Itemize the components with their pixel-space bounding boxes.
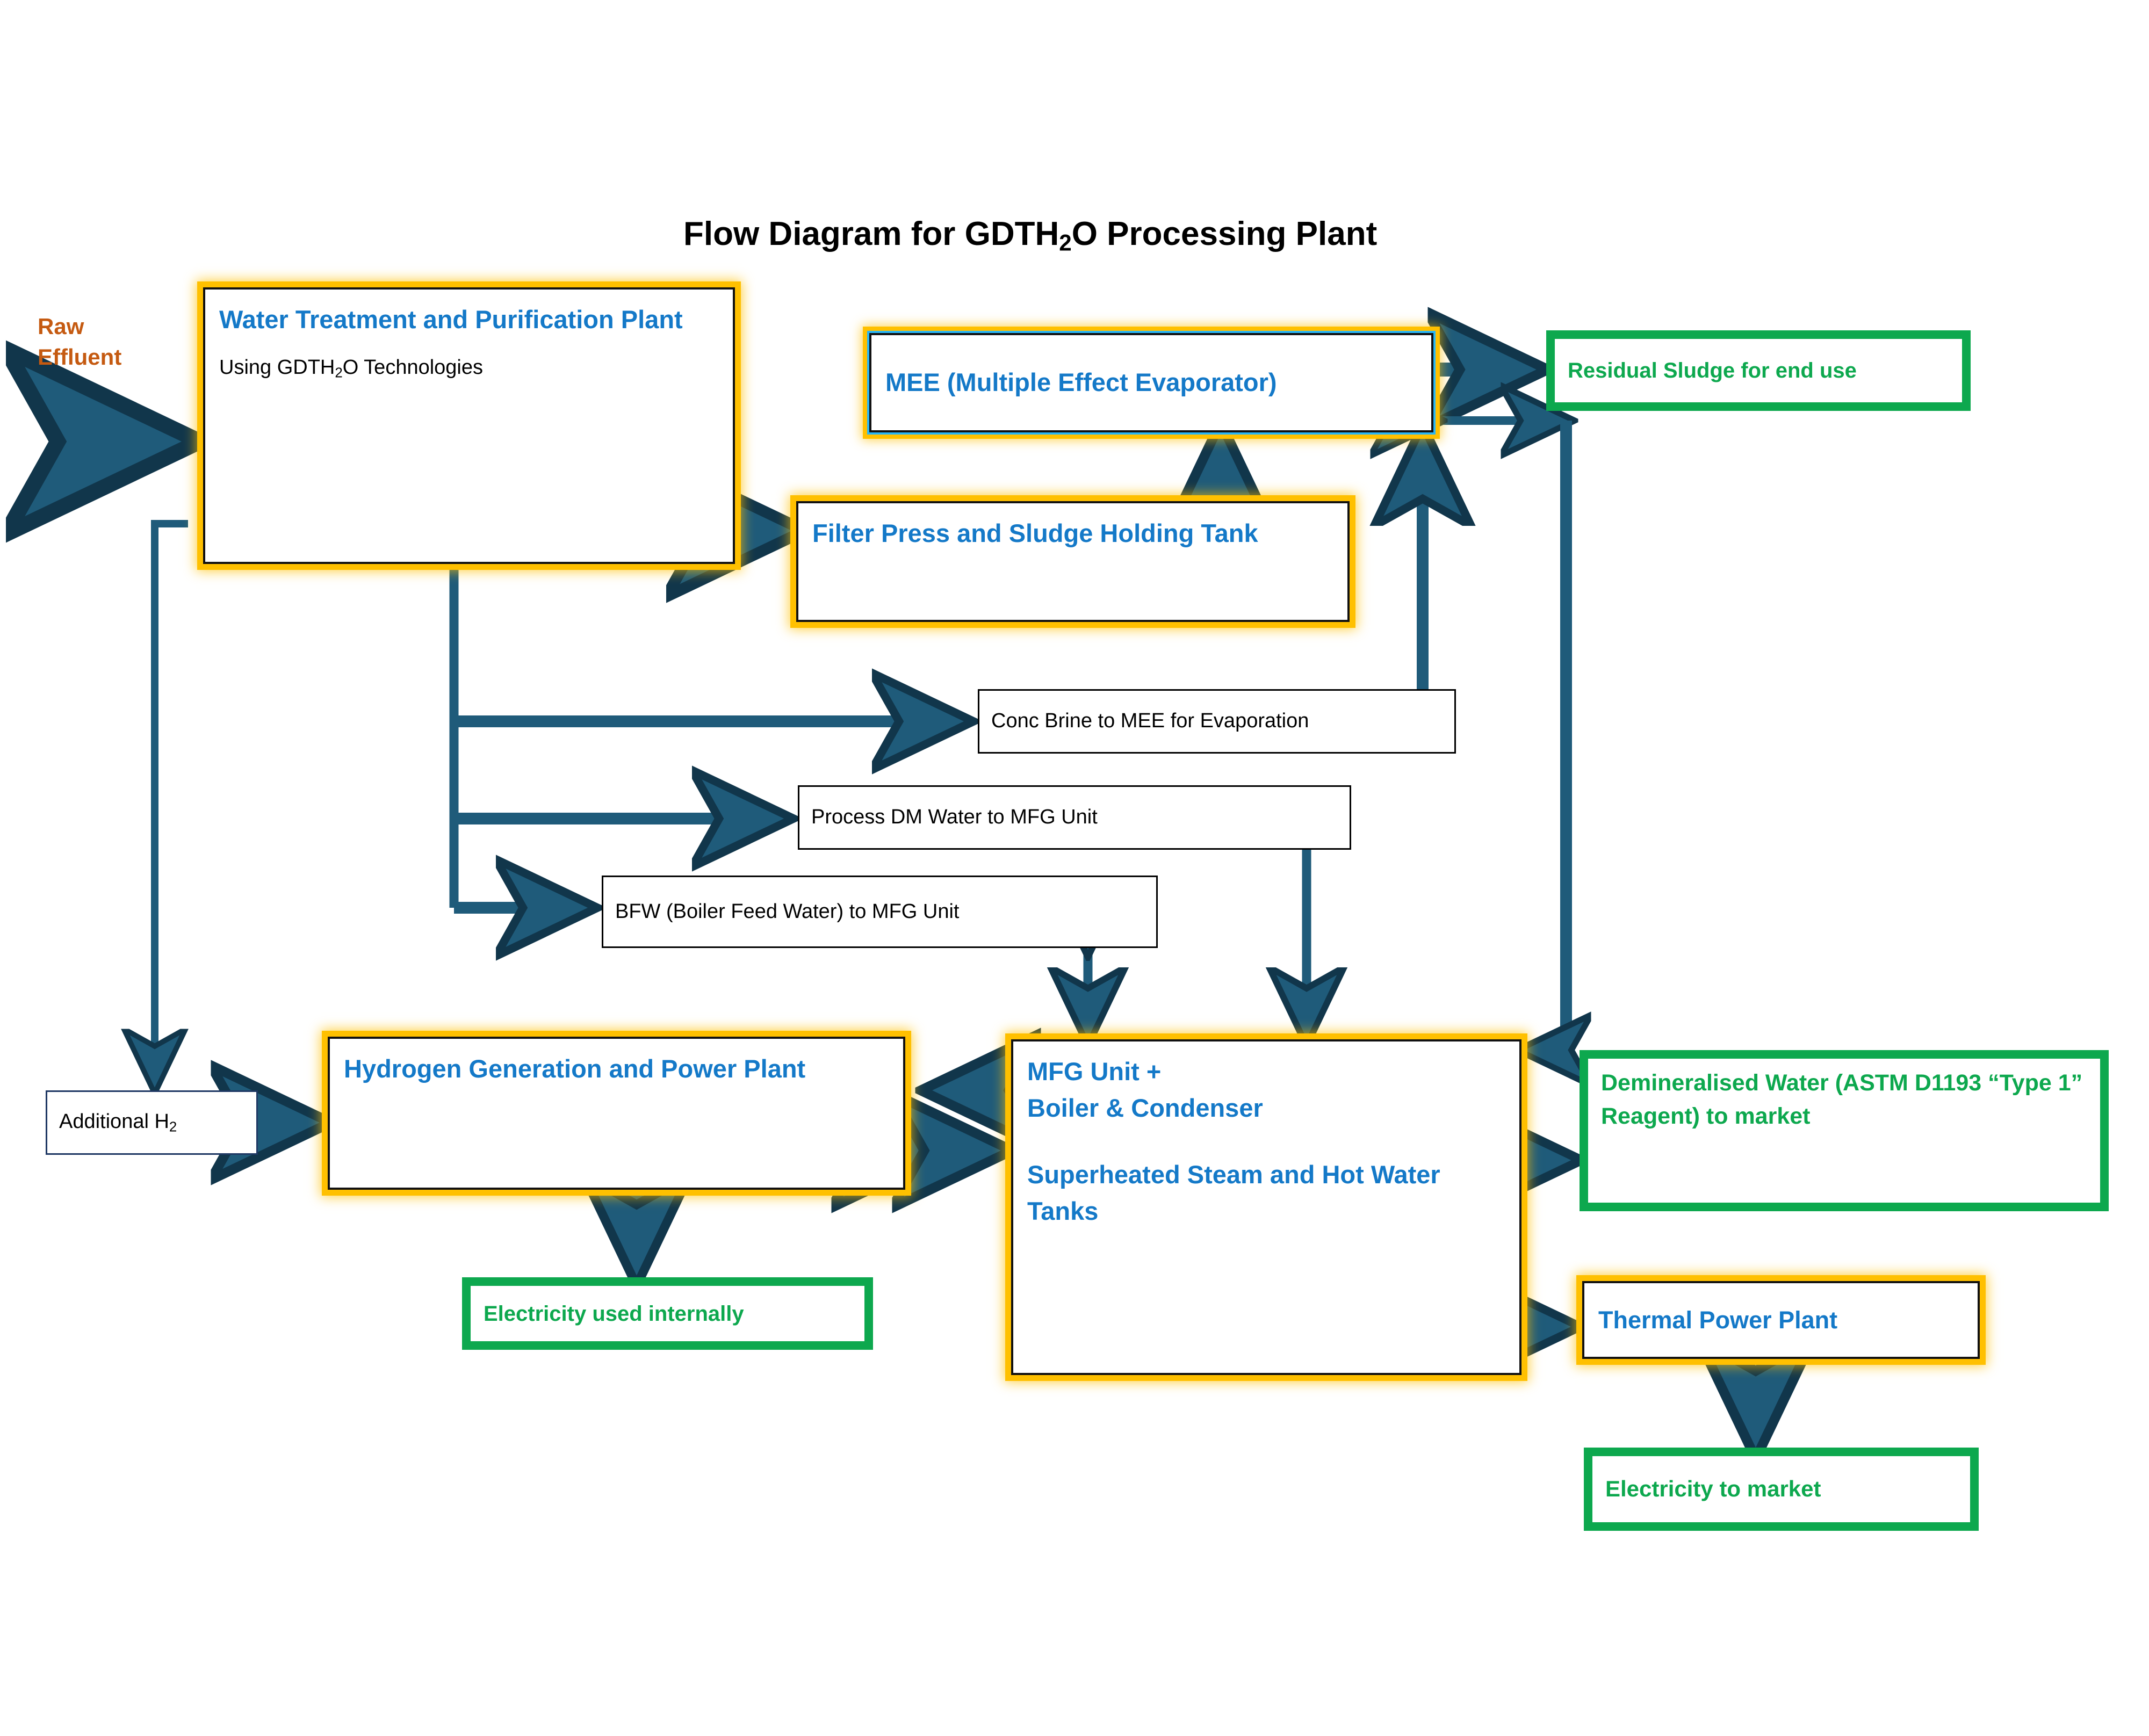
node-additional-h2[interactable]: Additional H2	[46, 1090, 258, 1155]
node-demineralised-water-heading: Demineralised Water (ASTM D1193 “Type 1”…	[1601, 1070, 2083, 1130]
raw-effluent-line1: Raw	[38, 314, 84, 339]
node-thermal-power-plant[interactable]: Thermal Power Plant	[1582, 1281, 1980, 1359]
node-additional-h2-heading: Additional H2	[59, 1110, 177, 1135]
node-conc-brine-heading: Conc Brine to MEE for Evaporation	[991, 710, 1309, 733]
page-title-text: Flow Diagram for GDTH2O Processing Plant	[683, 215, 1378, 256]
node-filter-press[interactable]: Filter Press and Sludge Holding Tank	[796, 501, 1350, 622]
node-electricity-market[interactable]: Electricity to market	[1584, 1448, 1979, 1531]
node-demineralised-water[interactable]: Demineralised Water (ASTM D1193 “Type 1”…	[1580, 1050, 2109, 1211]
node-mfg-unit-line2: Boiler & Condenser	[1027, 1094, 1263, 1123]
node-mfg-unit[interactable]: MFG Unit + Boiler & Condenser Superheate…	[1011, 1039, 1521, 1375]
node-conc-brine[interactable]: Conc Brine to MEE for Evaporation	[978, 689, 1456, 754]
node-process-dm-water-heading: Process DM Water to MFG Unit	[811, 806, 1098, 829]
node-water-treatment-subtext: Using GDTH2O Technologies	[219, 356, 483, 381]
raw-effluent-line2: Effluent	[38, 344, 122, 370]
node-bfw[interactable]: BFW (Boiler Feed Water) to MFG Unit	[602, 876, 1158, 948]
page-title: Flow Diagram for GDTH2O Processing Plant	[683, 215, 1377, 256]
node-mee-heading: MEE (Multiple Effect Evaporator)	[885, 368, 1277, 397]
node-electricity-internal[interactable]: Electricity used internally	[462, 1277, 873, 1350]
node-water-treatment-heading: Water Treatment and Purification Plant	[219, 305, 683, 334]
node-residual-sludge[interactable]: Residual Sludge for end use	[1546, 330, 1971, 411]
node-electricity-internal-heading: Electricity used internally	[484, 1301, 744, 1326]
node-hydrogen-plant[interactable]: Hydrogen Generation and Power Plant	[328, 1037, 905, 1190]
raw-effluent-label: Raw Effluent	[38, 312, 121, 372]
node-hydrogen-plant-heading: Hydrogen Generation and Power Plant	[344, 1054, 806, 1083]
node-mfg-unit-spacer	[1027, 1126, 1505, 1156]
node-electricity-market-heading: Electricity to market	[1605, 1476, 1821, 1502]
node-process-dm-water[interactable]: Process DM Water to MFG Unit	[798, 785, 1351, 850]
arrow-wtp-to-additional-h2	[155, 520, 188, 1086]
node-residual-sludge-heading: Residual Sludge for end use	[1568, 359, 1857, 382]
node-bfw-heading: BFW (Boiler Feed Water) to MFG Unit	[615, 900, 960, 923]
node-water-treatment-plant[interactable]: Water Treatment and Purification Plant U…	[203, 287, 735, 564]
node-thermal-power-plant-heading: Thermal Power Plant	[1598, 1306, 1838, 1334]
node-mfg-unit-line3: Superheated Steam and Hot Water Tanks	[1027, 1160, 1440, 1226]
node-mfg-unit-line1: MFG Unit +	[1027, 1057, 1162, 1086]
node-mee[interactable]: MEE (Multiple Effect Evaporator)	[869, 333, 1433, 432]
node-filter-press-heading: Filter Press and Sludge Holding Tank	[812, 519, 1258, 547]
